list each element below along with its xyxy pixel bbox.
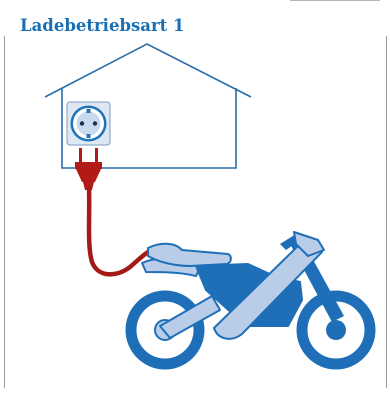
house-roof: [44, 43, 252, 98]
frame-left-edge: [4, 36, 5, 388]
diagram-title: Ladebetriebsart 1: [20, 16, 185, 35]
wall-socket-icon: [66, 101, 111, 146]
plug-icon: [75, 148, 102, 190]
frame-right-edge: [386, 36, 387, 388]
house-outline: [44, 43, 252, 169]
frame-top-rule: [290, 0, 380, 1]
house-walls: [61, 88, 237, 169]
charging-cable: [86, 186, 151, 277]
motorcycle-icon: [125, 231, 376, 370]
